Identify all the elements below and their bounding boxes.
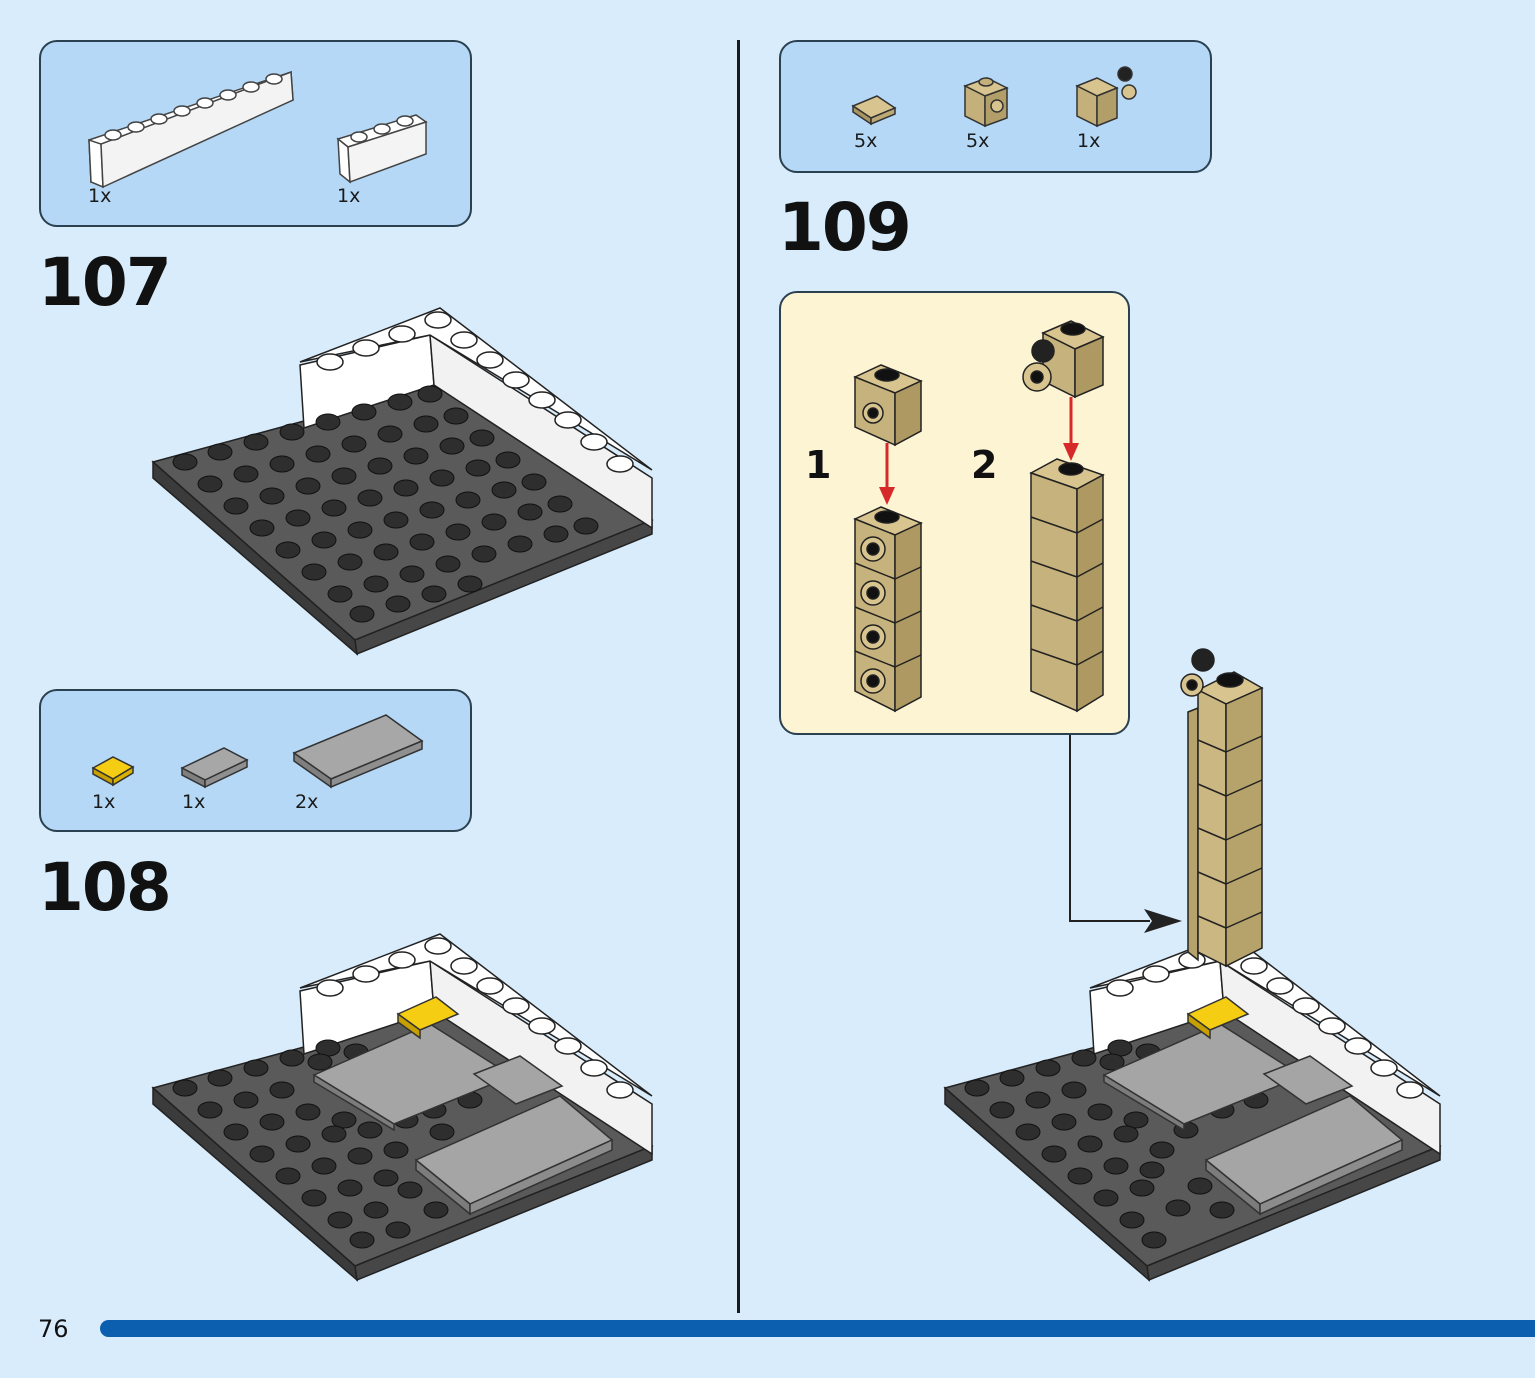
white-wall-studs bbox=[316, 311, 634, 473]
gray-tiles-placed bbox=[312, 1023, 614, 1216]
yellow-tile-1x1-icon bbox=[91, 756, 135, 787]
part-qty: 1x bbox=[182, 791, 206, 813]
column-divider bbox=[737, 40, 740, 1313]
white-brick-1x8-icon bbox=[88, 70, 294, 189]
part-qty: 1x bbox=[92, 791, 116, 813]
tan-column bbox=[1180, 648, 1264, 968]
white-wall-studs bbox=[316, 937, 634, 1099]
baseplate-studs bbox=[172, 385, 599, 623]
page-number: 76 bbox=[38, 1315, 69, 1343]
parts-box-step-108: 1x 1x 2x bbox=[39, 689, 472, 832]
step-108-model bbox=[151, 933, 654, 1282]
parts-box-step-107: 1x 1x bbox=[39, 40, 472, 227]
step-number: 107 bbox=[38, 244, 172, 321]
tan-brick-side-stud-icon bbox=[963, 77, 1009, 128]
arrow-head bbox=[879, 487, 895, 505]
tan-brick-clip-icon bbox=[1075, 66, 1137, 128]
sub-assembly-callout: 1 2 bbox=[779, 291, 1130, 735]
arrow-head bbox=[1063, 443, 1079, 461]
gray-tile-1x2-icon bbox=[180, 747, 249, 789]
white-brick-1x3-icon bbox=[336, 114, 428, 184]
substep-number: 2 bbox=[971, 443, 998, 487]
gray-tile-2x4-icon bbox=[292, 714, 424, 789]
part-qty: 1x bbox=[1077, 130, 1101, 152]
yellow-tile-placed bbox=[396, 996, 460, 1040]
substep-1-illustration bbox=[853, 364, 923, 713]
step-109-model bbox=[943, 648, 1442, 1282]
substep-2-illustration bbox=[1022, 320, 1105, 713]
progress-bar bbox=[100, 1320, 1535, 1337]
part-qty: 1x bbox=[88, 185, 112, 207]
parts-box-step-109: 5x 5x 1x bbox=[779, 40, 1212, 173]
step-number: 109 bbox=[778, 189, 912, 266]
part-qty: 5x bbox=[966, 130, 990, 152]
yellow-tile-placed bbox=[1186, 996, 1250, 1040]
tan-tile-1x1-icon bbox=[851, 95, 897, 126]
step-107-model bbox=[151, 307, 654, 656]
step-number: 108 bbox=[38, 849, 172, 926]
gray-tiles-placed bbox=[1102, 1023, 1404, 1216]
part-qty: 2x bbox=[295, 791, 319, 813]
substep-number: 1 bbox=[805, 443, 832, 487]
part-qty: 5x bbox=[854, 130, 878, 152]
part-qty: 1x bbox=[337, 185, 361, 207]
